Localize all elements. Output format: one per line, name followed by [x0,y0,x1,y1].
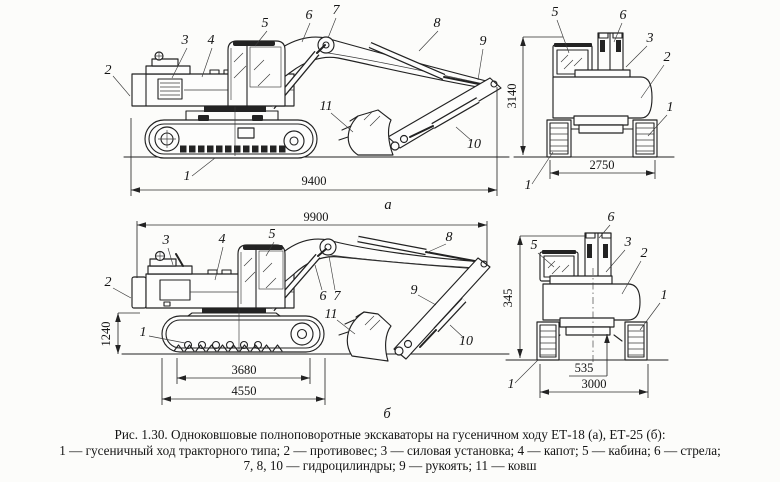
dim-track-length-b: 4550 [232,384,257,398]
callout-6: 6 [306,8,313,23]
callout-3: 3 [162,233,170,248]
left-track [546,119,572,158]
callout-5: 5 [269,227,276,242]
view-et18-side: 2 3 4 5 6 7 8 9 10 11 1 9400 а [105,3,510,212]
stick [393,257,491,360]
callout-4: 4 [219,232,226,247]
right-track [632,119,658,158]
callout-6: 6 [620,8,627,23]
et25-side-linework [112,221,510,405]
dim-body-height-b: 345 [501,289,515,308]
cab [227,40,286,107]
dim-line-roller-base [176,358,311,384]
callout-9: 9 [480,34,487,49]
callout-5: 5 [262,16,269,31]
dim-undercarriage-height-b: 1240 [99,322,113,347]
callout-6: 6 [608,210,615,225]
view-et25-rear: 6 5 3 2 1 1 345 535 3000 [501,210,669,398]
view-label-a: а [384,197,391,212]
callout-1: 1 [661,288,668,303]
dim-track-width-a: 2750 [590,158,615,172]
engine-grille [157,78,183,100]
figure-legend-line-1: 1 — гусеничный ход тракторного типа; 2 —… [59,442,721,458]
et18-rear-linework [513,19,675,185]
view-et18-rear: 5 6 3 2 1 1 3140 2750 [506,5,675,193]
callout-3: 3 [181,33,189,48]
dim-line-height [522,36,563,155]
dim-line-track-length [161,358,326,405]
track-grousers [173,344,283,352]
figure-caption: Рис. 1.30. Одноковшовые полноповоротные … [0,427,780,474]
callout-5: 5 [531,238,538,253]
callout-4: 4 [208,33,215,48]
callout-2: 2 [105,275,112,290]
callout-11: 11 [325,307,338,322]
view-label-b: б [383,406,391,422]
callout-5: 5 [552,5,559,20]
dim-line-width [549,160,656,179]
view-et25-side: 2 3 4 5 6 7 8 9 10 11 1 9900 1240 3680 4… [99,210,510,422]
figure-legend-line-2: 7, 8, 10 — гидроцилиндры; 9 — рукоять; 1… [243,458,537,474]
callout-9: 9 [411,283,418,298]
et18-side-linework [112,17,510,196]
callout-8: 8 [446,230,453,245]
callout-2: 2 [664,50,671,65]
engine-panel [159,279,191,301]
callout-3: 3 [646,31,654,46]
callout-10: 10 [467,137,481,152]
dim-center-offset-b: 535 [575,361,594,375]
callout-2: 2 [641,246,648,261]
callout-1: 1 [140,325,147,340]
callout-8: 8 [434,16,441,31]
bucket [347,109,394,156]
callout-2: 2 [105,63,112,78]
dim-overall-height-a: 3140 [506,84,519,109]
dim-track-width-b: 3000 [582,377,607,391]
callout-1: 1 [667,100,674,115]
callout-1: 1 [184,169,191,184]
callout-3: 3 [624,235,632,250]
et25-rear-linework [505,224,669,398]
bucket [346,311,392,362]
cab [237,244,286,309]
counterweight-body [552,76,653,119]
left-track [536,321,560,361]
dim-line-undercarriage-height [117,312,140,354]
dim-line-height [519,235,585,358]
dim-line-overall-length [136,221,488,278]
dim-line-overall-length [130,87,498,196]
dim-overall-length-b: 9900 [304,210,329,224]
callout-7: 7 [333,3,341,18]
callout-1: 1 [508,377,515,392]
callout-1: 1 [525,178,532,193]
callout-10: 10 [459,334,473,349]
dim-roller-base-b: 3680 [232,363,257,377]
counterweight-body [542,283,641,321]
dim-line-width [539,364,649,398]
dim-overall-length-a: 9400 [302,174,327,188]
counterweight [131,276,147,309]
right-track [624,321,648,361]
figure-caption-title: Рис. 1.30. Одноковшовые полноповоротные … [114,427,666,442]
callout-6: 6 [320,289,327,304]
callout-11: 11 [320,99,333,114]
callout-7: 7 [334,289,342,304]
